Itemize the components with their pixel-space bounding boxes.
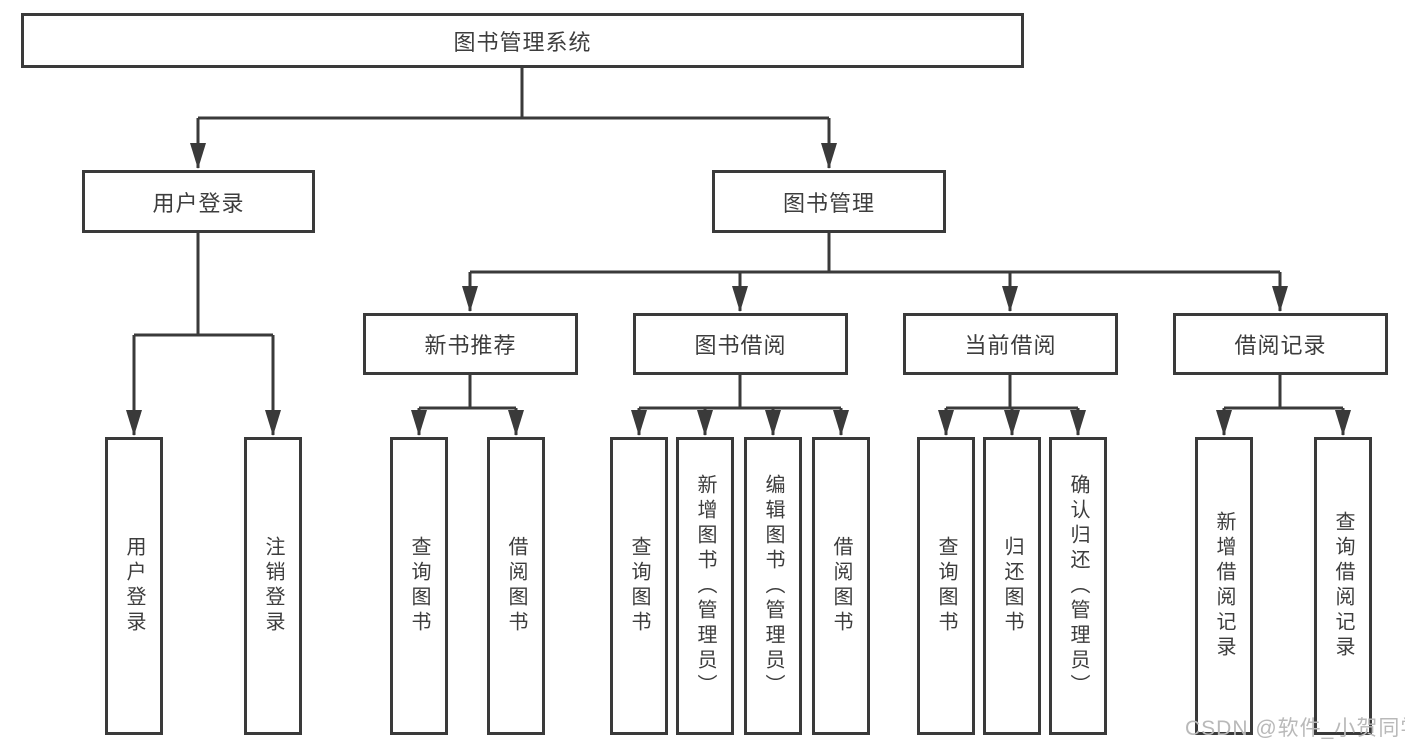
node-book-management: 图书管理: [712, 170, 946, 233]
node-library-system-label: 图书管理系统: [453, 29, 592, 55]
leaf-query-books-current: 查询图书: [917, 437, 975, 735]
leaf-return-books-label: 归还图书: [1001, 536, 1023, 636]
leaf-user-login: 用户登录: [105, 437, 163, 735]
leaf-borrow-books-borrowing-label: 借阅图书: [830, 536, 852, 636]
leaf-query-borrow-record-label: 查询借阅记录: [1332, 511, 1354, 661]
node-new-book-recommend: 新书推荐: [363, 313, 578, 375]
leaf-query-books-borrowing-label: 查询图书: [628, 536, 650, 636]
leaf-query-books-recommend-label: 查询图书: [408, 536, 430, 636]
leaf-borrow-books-recommend: 借阅图书: [487, 437, 545, 735]
node-user-login: 用户登录: [82, 170, 315, 233]
node-book-borrowing: 图书借阅: [633, 313, 848, 375]
leaf-add-borrow-record-label: 新增借阅记录: [1213, 511, 1235, 661]
watermark: CSDN @软件_小贺同学: [1185, 717, 1405, 740]
node-library-system: 图书管理系统: [21, 13, 1024, 68]
leaf-logout-label: 注销登录: [262, 536, 284, 636]
leaf-query-books-recommend: 查询图书: [390, 437, 448, 735]
leaf-user-login-label: 用户登录: [123, 536, 145, 636]
leaf-edit-book-admin: 编辑图书（管理员）: [744, 437, 802, 735]
leaf-confirm-return-admin-label: 确认归还（管理员）: [1067, 473, 1089, 699]
leaf-edit-book-admin-label: 编辑图书（管理员）: [762, 473, 784, 699]
node-book-management-label: 图书管理: [782, 190, 875, 216]
node-borrowing-records: 借阅记录: [1173, 313, 1388, 375]
leaf-return-books: 归还图书: [983, 437, 1041, 735]
node-current-borrowing: 当前借阅: [903, 313, 1118, 375]
leaf-add-book-admin: 新增图书（管理员）: [676, 437, 734, 735]
node-user-login-label: 用户登录: [152, 190, 245, 216]
node-new-book-recommend-label: 新书推荐: [424, 333, 517, 358]
node-borrowing-records-label: 借阅记录: [1234, 333, 1327, 358]
leaf-query-books-borrowing: 查询图书: [610, 437, 668, 735]
leaf-logout: 注销登录: [244, 437, 302, 735]
leaf-borrow-books-borrowing: 借阅图书: [812, 437, 870, 735]
node-current-borrowing-label: 当前借阅: [964, 333, 1057, 358]
leaf-borrow-books-recommend-label: 借阅图书: [505, 536, 527, 636]
leaf-query-borrow-record: 查询借阅记录: [1314, 437, 1372, 735]
leaf-add-book-admin-label: 新增图书（管理员）: [694, 473, 716, 699]
leaf-add-borrow-record: 新增借阅记录: [1195, 437, 1253, 735]
node-book-borrowing-label: 图书借阅: [694, 333, 787, 358]
leaf-query-books-current-label: 查询图书: [935, 536, 957, 636]
leaf-confirm-return-admin: 确认归还（管理员）: [1049, 437, 1107, 735]
